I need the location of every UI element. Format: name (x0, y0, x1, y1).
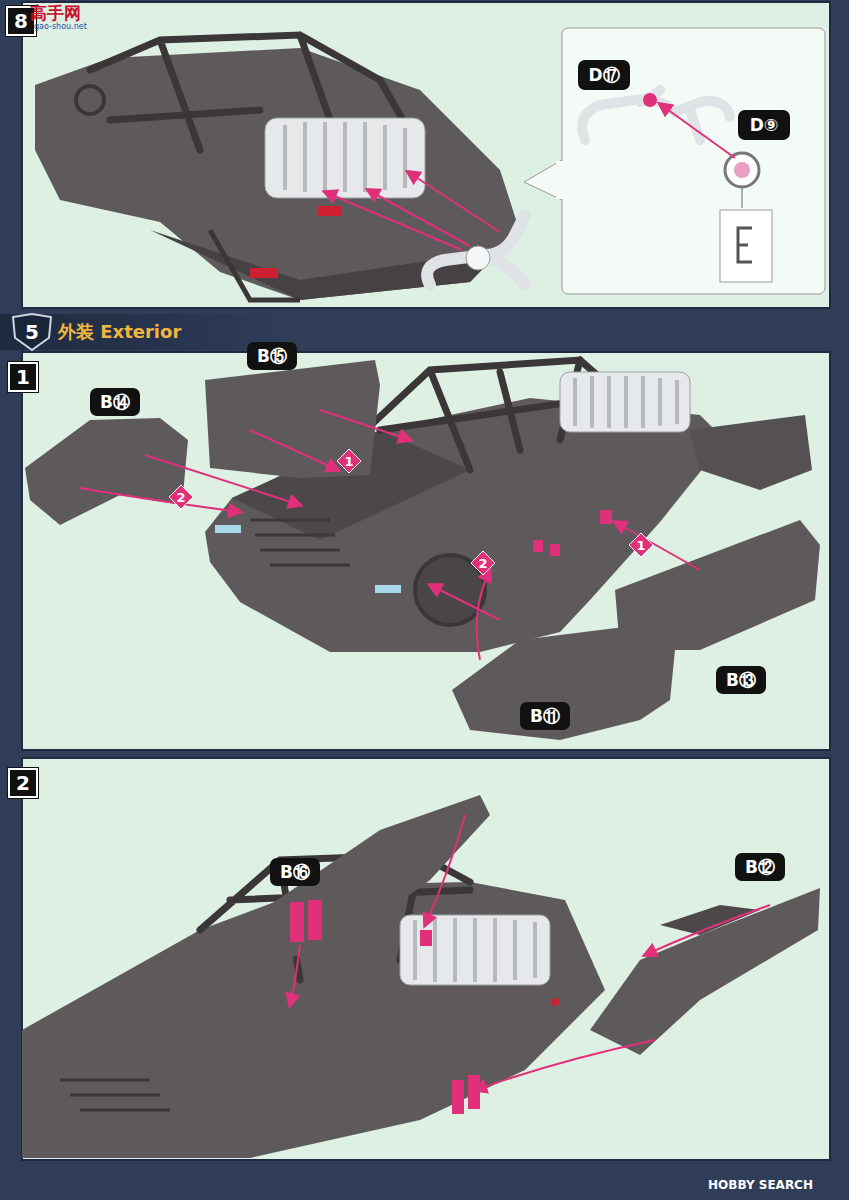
watermark-credit: HOBBY SEARCH (708, 1178, 813, 1192)
part-b12 (590, 888, 820, 1055)
step-number-text: 8 (14, 9, 28, 33)
part-number-badge-text: B⑮ (257, 345, 287, 368)
part-number-badge: B⑭ (90, 388, 140, 416)
section-title-text: 外装 Exterior (58, 320, 181, 344)
part-b16 (270, 795, 490, 960)
step-number-text: 1 (16, 365, 30, 389)
part-b11 (452, 625, 675, 740)
exhaust-part (427, 215, 525, 285)
callout-number-text: 1 (636, 538, 645, 553)
callout-number: 1 (336, 448, 362, 474)
section-title: 外装 Exterior (58, 318, 248, 346)
watermark: 高手网 (30, 2, 81, 25)
part-number-badge: D⑨ (738, 110, 790, 140)
part-number-badge: D⑰ (578, 60, 630, 90)
callout-box (524, 28, 825, 294)
part-number-badge-text: B⑪ (530, 705, 560, 728)
callout-number: 2 (168, 484, 194, 510)
part-b14 (25, 418, 188, 525)
part-number-badge-text: D⑰ (588, 64, 619, 87)
part-number-badge-text: B⑭ (100, 391, 130, 414)
car-body-step2 (22, 855, 605, 1158)
watermark: gao-shou.net (34, 22, 87, 31)
part-number-badge: B⑯ (270, 858, 320, 886)
part-number-badge-text: B⑯ (280, 861, 310, 884)
callout-number-text: 2 (176, 490, 185, 505)
part-number-badge: B⑪ (520, 702, 570, 730)
part-number-badge-text: B⑫ (745, 856, 775, 879)
callout-number: 1 (628, 532, 654, 558)
step-number-text: 2 (16, 771, 30, 795)
section-badge-text: 5 (25, 320, 39, 344)
step-number: 2 (8, 768, 38, 798)
part-number-badge: B⑮ (247, 342, 297, 370)
callout-number-text: 1 (344, 454, 353, 469)
section-badge: 5 (12, 313, 52, 351)
part-number-badge: B⑬ (716, 666, 766, 694)
part-number-badge: B⑫ (735, 853, 785, 881)
part-number-badge-text: B⑬ (726, 669, 756, 692)
step-number: 1 (8, 362, 38, 392)
part-number-badge-text: D⑨ (750, 115, 779, 135)
callout-number: 2 (470, 550, 496, 576)
part-b15 (205, 360, 380, 478)
callout-number-text: 2 (478, 556, 487, 571)
